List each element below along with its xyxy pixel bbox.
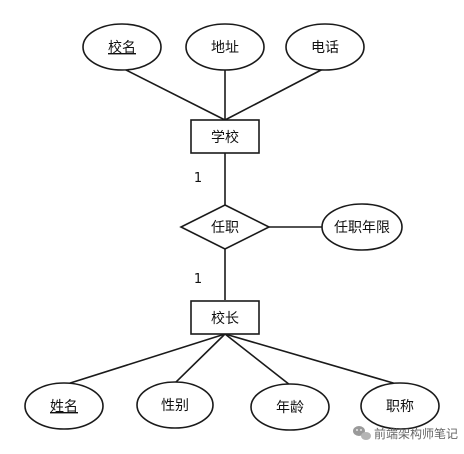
wechat-icon <box>353 426 371 440</box>
principal-attr-name: 姓名 <box>24 382 104 430</box>
line-school-to-attr-phone <box>224 67 326 121</box>
school-attr-phone-label: 电话 <box>311 40 339 56</box>
line-school-to-attr-name <box>121 67 226 121</box>
entity-school: 学校 <box>190 119 260 154</box>
principal-attr-name-label: 姓名 <box>50 399 78 415</box>
watermark-text: 前端架构师笔记 <box>374 426 458 441</box>
school-attr-phone: 电话 <box>285 23 365 71</box>
school-attr-name: 校名 <box>82 23 162 71</box>
relationship-tenure: 任职 <box>179 204 271 250</box>
entity-principal: 校长 <box>190 300 260 335</box>
relationship-attr-label: 任职年限 <box>334 220 390 236</box>
line-principal-to-attr-gender <box>174 333 226 384</box>
school-attr-address: 地址 <box>185 23 265 71</box>
principal-attr-age-label: 年龄 <box>276 400 304 416</box>
watermark: 前端架构师笔记 <box>353 426 458 441</box>
school-attr-address-label: 地址 <box>211 40 239 56</box>
principal-attr-title: 职称 <box>360 382 440 430</box>
line-principal-to-attr-age <box>224 333 291 386</box>
principal-attr-gender-label: 性别 <box>161 398 189 414</box>
line-principal-to-attr-title <box>224 333 401 386</box>
entity-school-label: 学校 <box>211 129 239 146</box>
relationship-attr-tenure-years: 任职年限 <box>321 203 403 251</box>
principal-attr-gender: 性别 <box>136 381 214 429</box>
school-attr-name-label: 校名 <box>108 39 136 56</box>
principal-attr-age: 年龄 <box>250 383 330 431</box>
entity-principal-label: 校长 <box>211 310 239 327</box>
cardinality-bottom: 1 <box>194 272 202 287</box>
connector-lines <box>63 67 401 386</box>
relationship-label: 任职 <box>211 220 239 236</box>
principal-attr-title-label: 职称 <box>386 399 414 415</box>
cardinality-top: 1 <box>194 171 202 186</box>
line-principal-to-attr-name <box>63 333 226 386</box>
